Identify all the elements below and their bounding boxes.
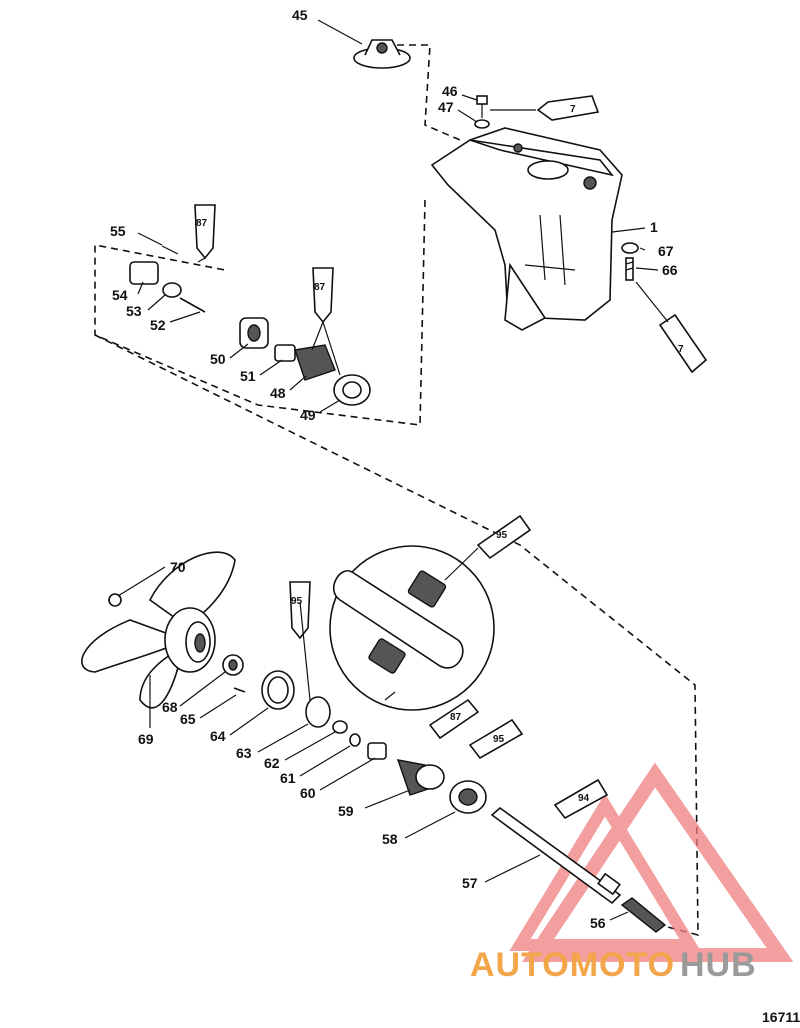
label-47: 47 xyxy=(438,99,454,115)
label-60: 60 xyxy=(300,785,316,801)
tube-7-top: 7 xyxy=(536,95,600,121)
propeller-shaft xyxy=(490,806,667,933)
tube-87-lower: 87 xyxy=(428,698,480,740)
tube-label: 87 xyxy=(450,712,462,723)
screw-46 xyxy=(474,95,490,129)
label-1: 1 xyxy=(650,219,658,235)
tube-label: 7 xyxy=(678,344,684,355)
label-48: 48 xyxy=(270,385,286,401)
gear-housing xyxy=(430,127,623,331)
label-68: 68 xyxy=(162,699,178,715)
label-67: 67 xyxy=(658,243,674,259)
tube-label: 7 xyxy=(570,104,576,115)
propeller xyxy=(81,551,236,709)
watermark-logo xyxy=(509,762,794,962)
label-69: 69 xyxy=(138,731,154,747)
label-50: 50 xyxy=(210,351,226,367)
tube-95-left: 95 xyxy=(289,581,311,640)
screw-66 xyxy=(621,242,639,281)
label-51: 51 xyxy=(240,368,256,384)
tube-95-lower: 95 xyxy=(468,718,524,760)
label-65: 65 xyxy=(180,711,196,727)
tube-94: 94 xyxy=(553,778,609,820)
tube-label: 87 xyxy=(314,282,326,293)
tube-label: 95 xyxy=(291,596,303,607)
label-45: 45 xyxy=(292,7,308,23)
label-70: 70 xyxy=(170,559,186,575)
label-46: 46 xyxy=(442,83,458,99)
label-58: 58 xyxy=(382,831,398,847)
label-59: 59 xyxy=(338,803,354,819)
tube-label: 95 xyxy=(493,734,505,745)
label-62: 62 xyxy=(264,755,280,771)
tube-label: 94 xyxy=(578,793,590,804)
tube-label: 87 xyxy=(196,218,208,229)
propshaft-small-parts xyxy=(222,654,487,814)
watermark-text: AUTOMOTO HUB xyxy=(470,946,757,984)
tube-95-top: 95 xyxy=(476,514,532,560)
label-55: 55 xyxy=(110,223,126,239)
tube-label: 95 xyxy=(496,530,508,541)
leader-lines xyxy=(117,19,669,921)
anode-plate xyxy=(353,39,411,69)
label-63: 63 xyxy=(236,745,252,761)
label-53: 53 xyxy=(126,303,142,319)
label-52: 52 xyxy=(150,317,166,333)
tube-7-right: 7 xyxy=(658,313,708,374)
label-54: 54 xyxy=(112,287,128,303)
label-49: 49 xyxy=(300,407,316,423)
label-61: 61 xyxy=(280,770,296,786)
watermark-part2: HUB xyxy=(680,946,757,984)
part-labels: 45 46 47 1 67 66 55 54 53 52 50 51 48 49… xyxy=(110,7,678,931)
watermark-part1: AUTOMOTO xyxy=(470,946,675,984)
label-57: 57 xyxy=(462,875,478,891)
label-66: 66 xyxy=(662,262,678,278)
tube-87-left: 87 xyxy=(194,204,216,260)
detail-magnifier xyxy=(329,545,495,711)
upper-shaft-parts xyxy=(129,245,371,406)
figure-number: 16711 xyxy=(762,1009,800,1025)
tube-87-mid: 87 xyxy=(312,267,334,324)
label-64: 64 xyxy=(210,728,226,744)
label-56: 56 xyxy=(590,915,606,931)
